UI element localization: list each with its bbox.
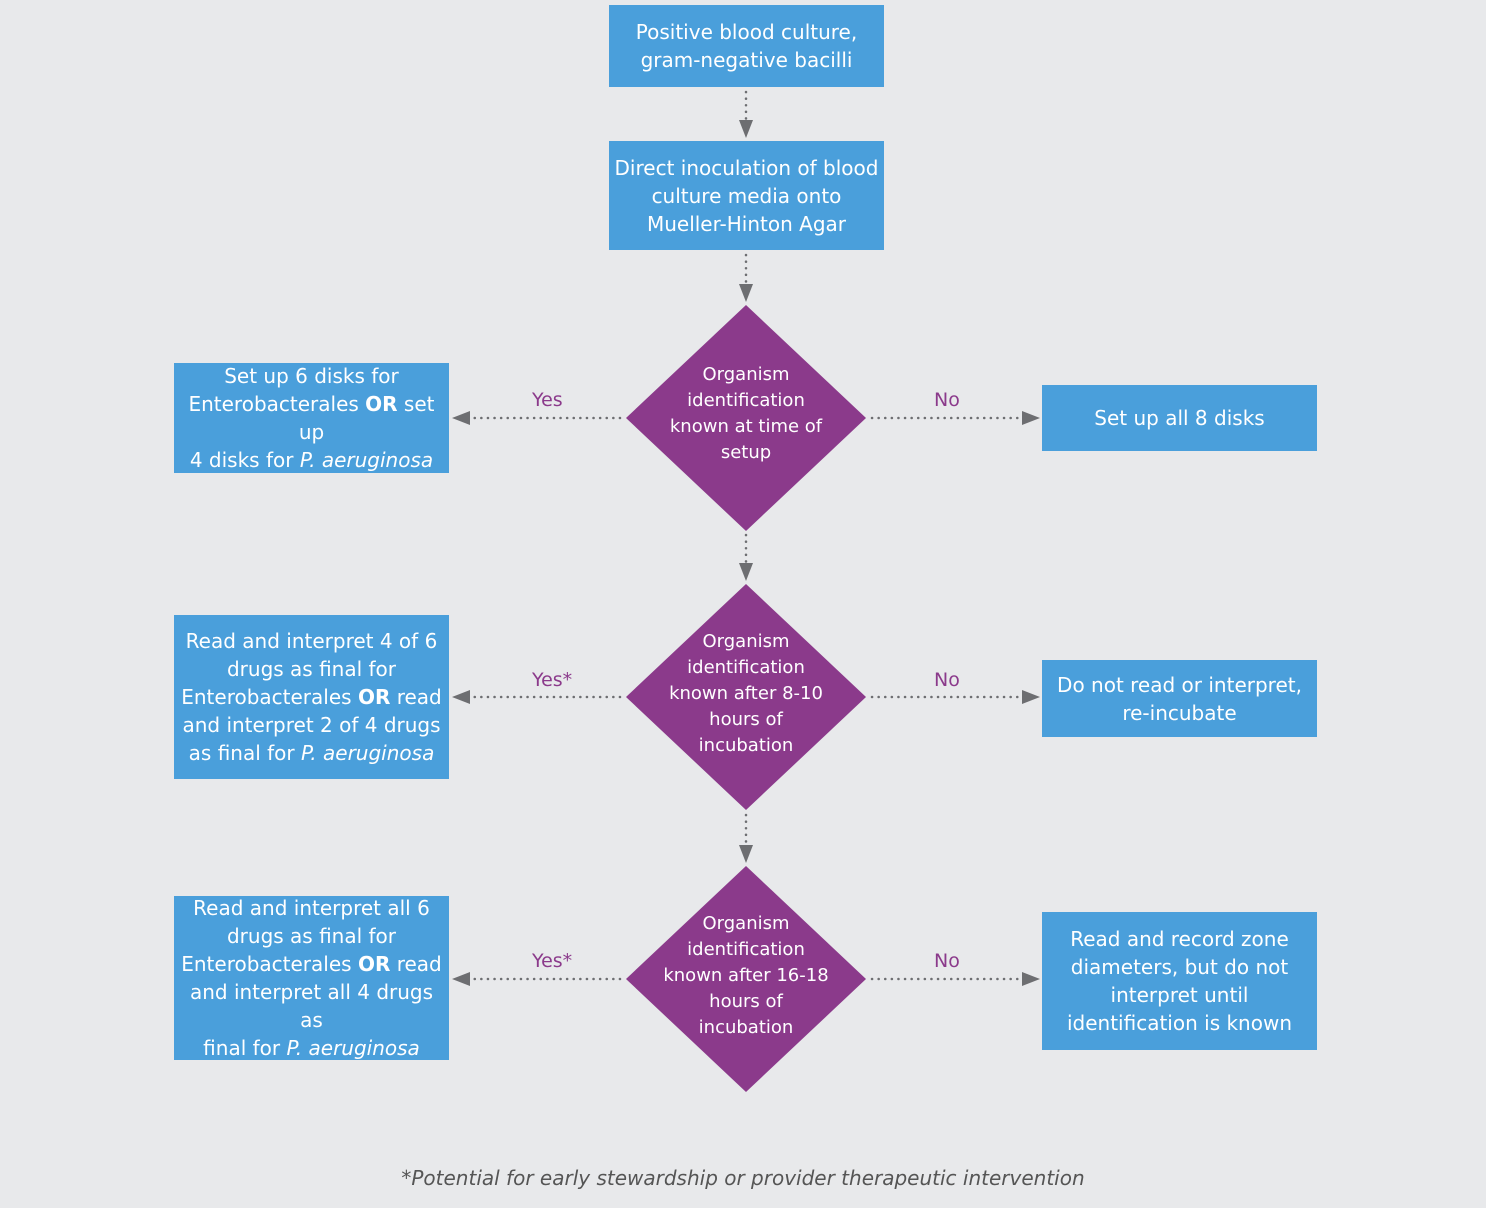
decision1-no-connector-arrowhead <box>1022 411 1040 425</box>
yes2-label: Yes* <box>532 669 573 691</box>
decision1-to-decision2-connector-arrowhead <box>739 563 753 581</box>
decision3-no-connector <box>870 972 1040 986</box>
decision3-text: Organism identification known after 16-1… <box>663 913 829 1038</box>
decision2-to-decision3-connector-arrowhead <box>739 845 753 863</box>
decision2-no-connector <box>870 690 1040 704</box>
decision1-yes-connector-arrowhead <box>452 411 470 425</box>
inoculation-to-decision1-connector-arrowhead <box>739 284 753 302</box>
decision3-yes-connector <box>452 972 622 986</box>
decision1-text: Organism identification known at time of… <box>669 364 823 463</box>
no1-node: Set up all 8 disks <box>1042 385 1317 451</box>
start-node: Positive blood culture,gram-negative bac… <box>609 5 884 87</box>
decision1-no-connector <box>870 411 1040 425</box>
no1-label: No <box>934 389 960 411</box>
start-to-inoculation-connector <box>739 90 753 138</box>
yes3-label: Yes* <box>532 950 573 972</box>
decision2-to-decision3-connector <box>739 813 753 863</box>
decision3-no-connector-arrowhead <box>1022 972 1040 986</box>
decision3-yes-connector-arrowhead <box>452 972 470 986</box>
decision2-yes-connector <box>452 690 622 704</box>
start-to-inoculation-connector-arrowhead <box>739 120 753 138</box>
decision1-yes-connector <box>452 411 622 425</box>
no2-label: No <box>934 669 960 691</box>
decision1-to-decision2-connector <box>739 533 753 581</box>
decision2-yes-connector-arrowhead <box>452 690 470 704</box>
yes1-label: Yes <box>532 389 563 411</box>
footnote: *Potential for early stewardship or prov… <box>401 1166 1085 1190</box>
no2-node: Do not read or interpret,re-incubate <box>1042 660 1317 737</box>
decision2-no-connector-arrowhead <box>1022 690 1040 704</box>
inoculation-to-decision1-connector <box>739 253 753 302</box>
no3-label: No <box>934 950 960 972</box>
decision2-text: Organism identification known after 8-10… <box>669 631 823 756</box>
